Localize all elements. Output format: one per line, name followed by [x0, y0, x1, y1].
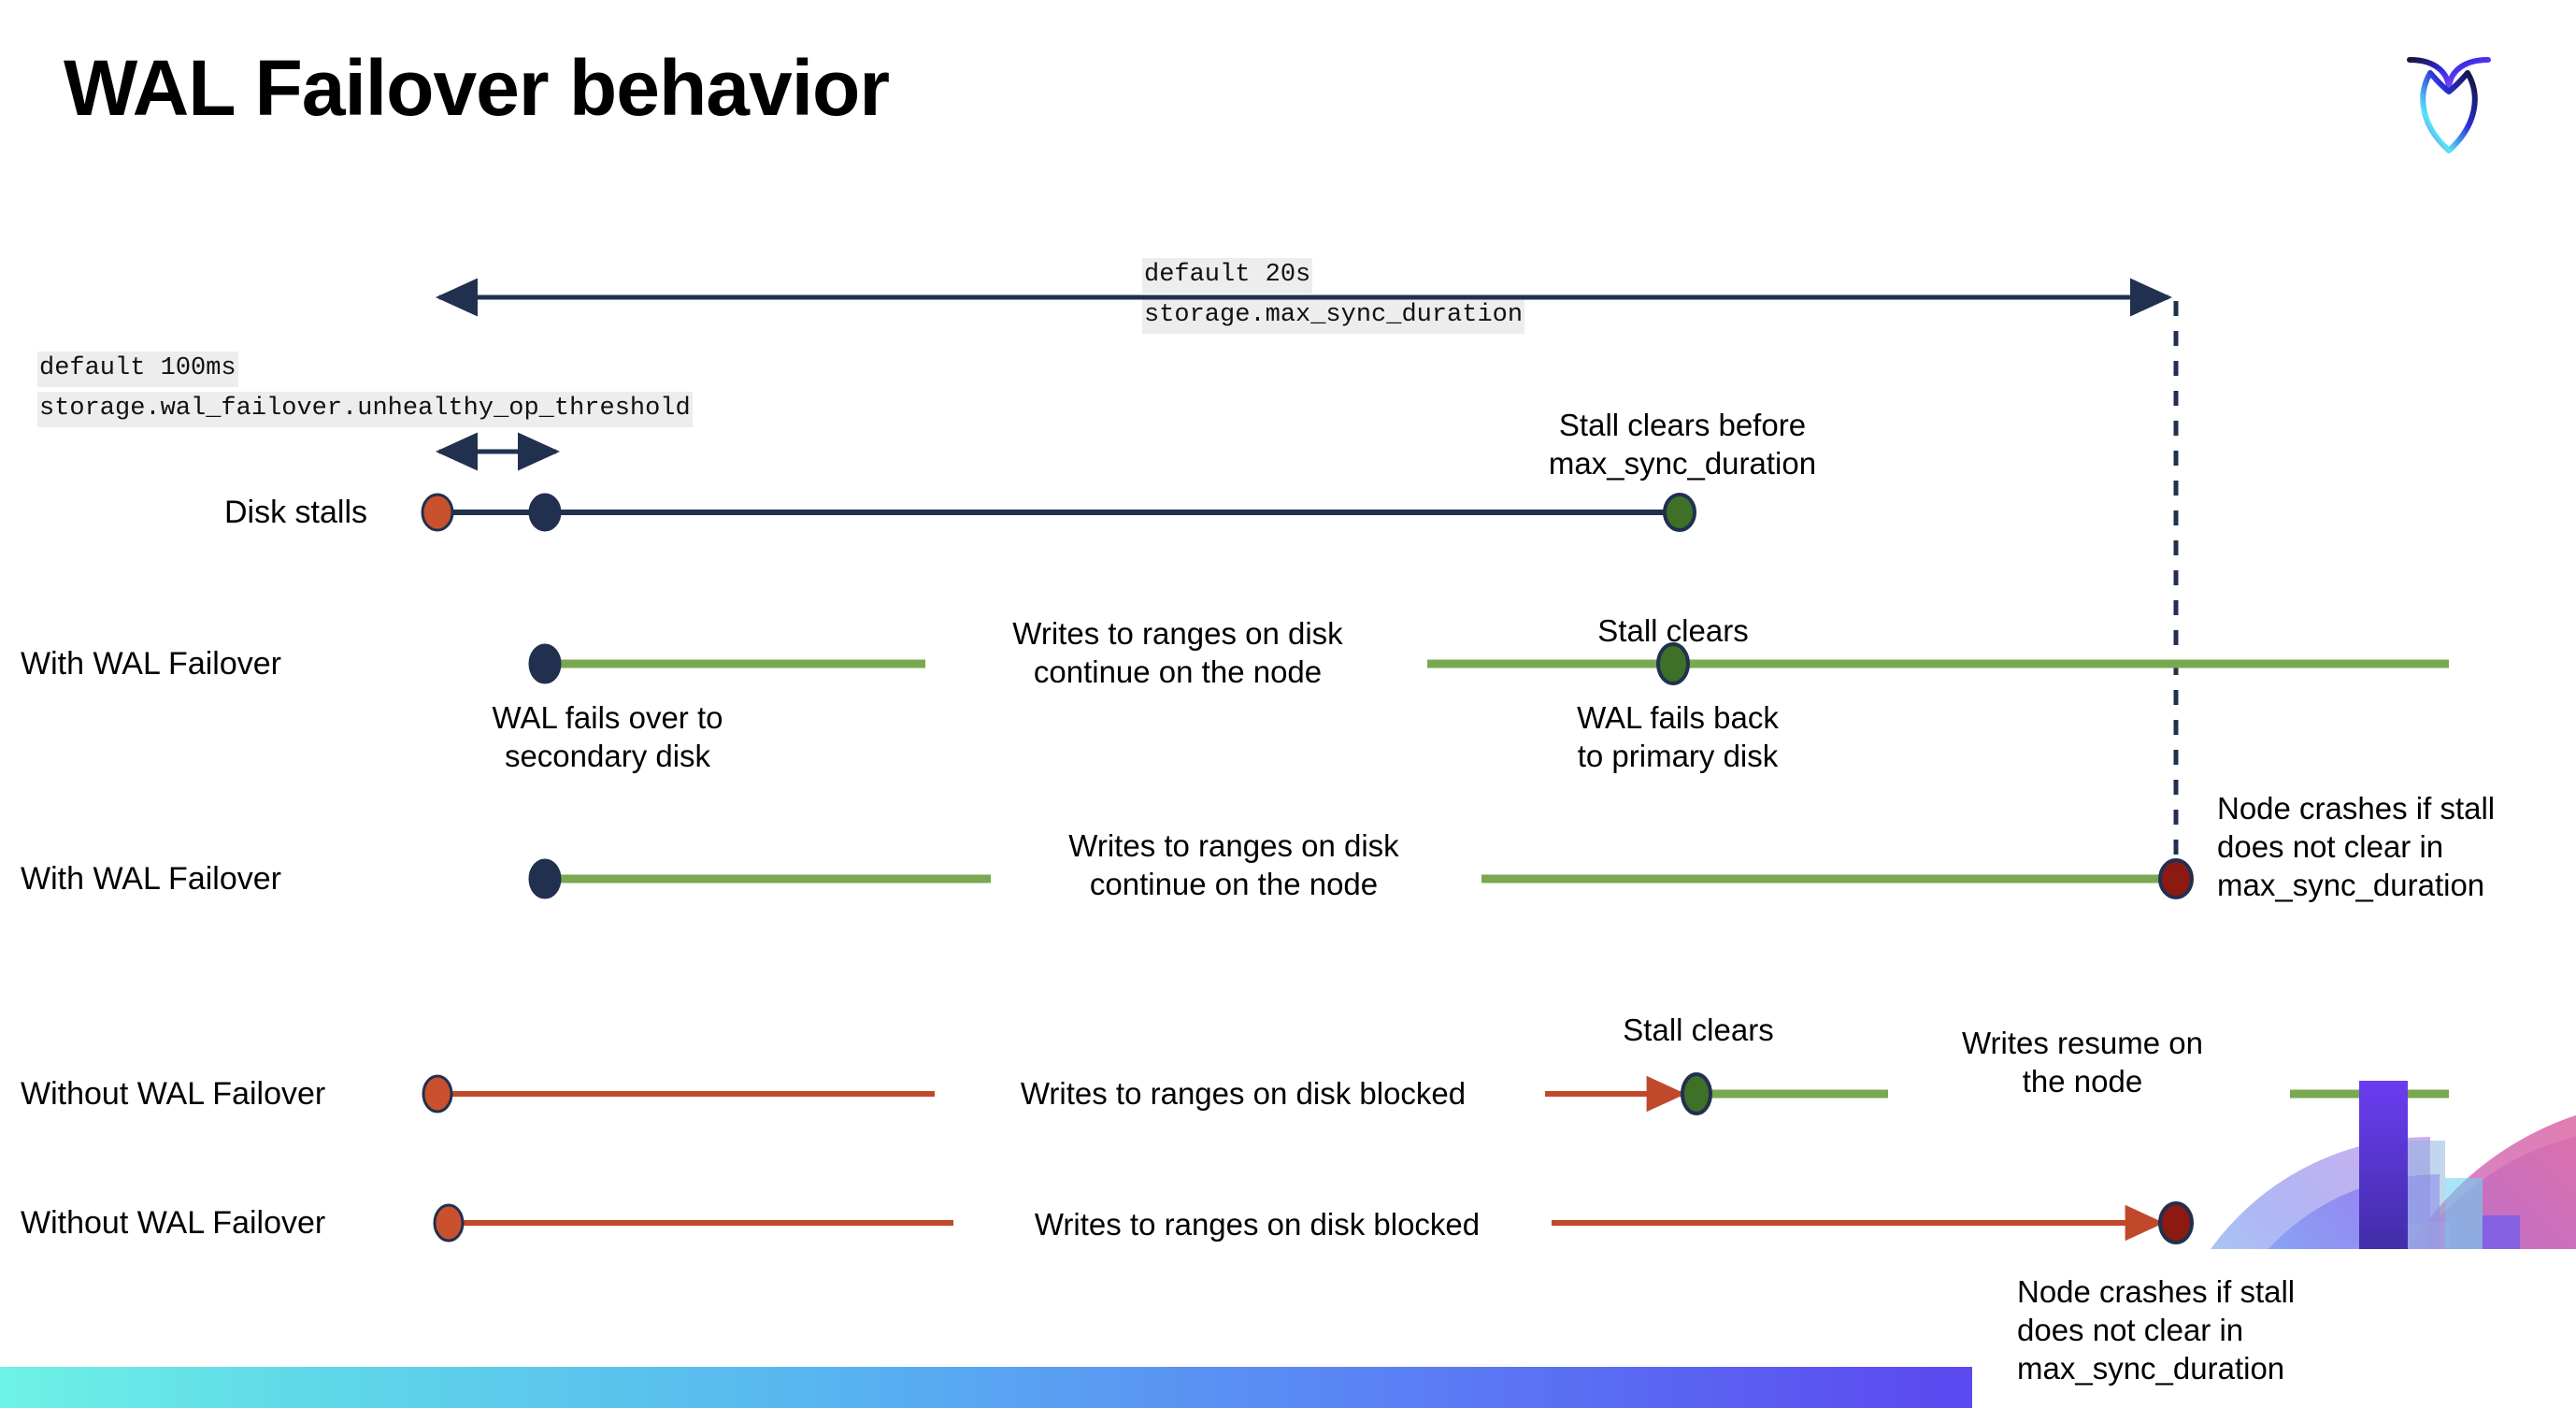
row-disk-stalls-track: [421, 493, 1696, 532]
row-with-wal-failover-1-track: [528, 642, 2449, 685]
annotation-writes-blocked-1: Writes to ranges on disk blocked: [1020, 1076, 1467, 1111]
orange-dot-marker: [422, 1074, 453, 1113]
navy-dot-marker: [528, 858, 562, 899]
annotation-node-crashes-1: Node crashes if stall does not clear in …: [2217, 790, 2572, 905]
annotation-line-2: max_sync_duration: [1548, 445, 1817, 481]
annotation-stall-clears-1: Stall clears: [1597, 613, 1749, 648]
navy-dot-marker: [528, 643, 562, 684]
cockroachdb-logo-icon: [2393, 34, 2505, 155]
row-label-with-wal-failover-1: With WAL Failover: [21, 646, 281, 682]
annotation-writes-resume: Writes resume on the node: [1924, 1025, 2241, 1101]
dark-red-dot-marker: [2158, 858, 2194, 899]
annotation-writes-continue-1: Writes to ranges on disk continue on the…: [935, 615, 1421, 692]
page-title: WAL Failover behavior: [64, 44, 890, 132]
dark-red-dot-marker: [2158, 1201, 2194, 1244]
annotation-line-2: secondary disk: [504, 738, 711, 773]
row-label-without-wal-failover-2: Without WAL Failover: [21, 1205, 326, 1241]
callout-node-crashes-2: Node crashes if stall does not clear in …: [1972, 1249, 2576, 1408]
row-label-without-wal-failover-1: Without WAL Failover: [21, 1076, 326, 1112]
navy-dot-marker: [528, 493, 562, 532]
green-dot-marker: [1656, 642, 1690, 685]
unhealthy-op-threshold-setting-chip: storage.wal_failover.unhealthy_op_thresh…: [37, 392, 693, 427]
annotation-line-2: does not clear in: [2017, 1312, 2244, 1347]
annotation-wal-fails-back: WAL fails back to primary disk: [1514, 699, 1841, 776]
annotation-line-3: max_sync_duration: [2217, 867, 2485, 902]
unhealthy-op-threshold-default-chip: default 100ms: [37, 352, 238, 387]
annotation-wal-fails-over: WAL fails over to secondary disk: [421, 699, 794, 776]
orange-dot-marker: [421, 493, 454, 532]
annotation-line-2: the node: [2022, 1063, 2143, 1099]
green-dot-marker: [1681, 1072, 1712, 1115]
row-with-wal-failover-2-track: [528, 858, 2194, 899]
orange-dot-marker: [433, 1203, 465, 1243]
annotation-line-2: continue on the node: [1033, 654, 1323, 689]
annotation-writes-blocked-2: Writes to ranges on disk blocked: [1034, 1207, 1481, 1242]
annotation-line-1: Writes to ranges on disk: [1068, 828, 1399, 863]
row-label-disk-stalls: Disk stalls: [224, 495, 368, 530]
annotation-line-1: Writes resume on: [1962, 1026, 2203, 1060]
annotation-line-1: Node crashes if stall: [2217, 791, 2496, 826]
row-without-wal-failover-2-track: [433, 1201, 2194, 1244]
annotation-writes-continue-2: Writes to ranges on disk continue on the…: [991, 827, 1477, 904]
annotation-line-1: Stall clears before: [1558, 408, 1807, 442]
annotation-line-1: WAL fails back: [1577, 700, 1779, 735]
annotation-line-1: Node crashes if stall: [2017, 1274, 2296, 1309]
annotation-line-3: max_sync_duration: [2017, 1350, 2285, 1386]
row-label-with-wal-failover-2: With WAL Failover: [21, 861, 281, 897]
annotation-stall-clears-2: Stall clears: [1623, 1013, 1774, 1047]
annotation-line-1: Writes to ranges on disk: [1012, 616, 1343, 651]
annotation-stall-clears-before: Stall clears before max_sync_duration: [1514, 407, 1851, 483]
annotation-node-crashes-2: Node crashes if stall does not clear in …: [1972, 1249, 2540, 1388]
green-dot-marker: [1663, 493, 1696, 532]
annotation-line-2: continue on the node: [1089, 866, 1379, 901]
annotation-line-2: to primary disk: [1577, 738, 1779, 773]
annotation-line-2: does not clear in: [2217, 828, 2444, 864]
annotation-line-1: WAL fails over to: [492, 700, 723, 735]
